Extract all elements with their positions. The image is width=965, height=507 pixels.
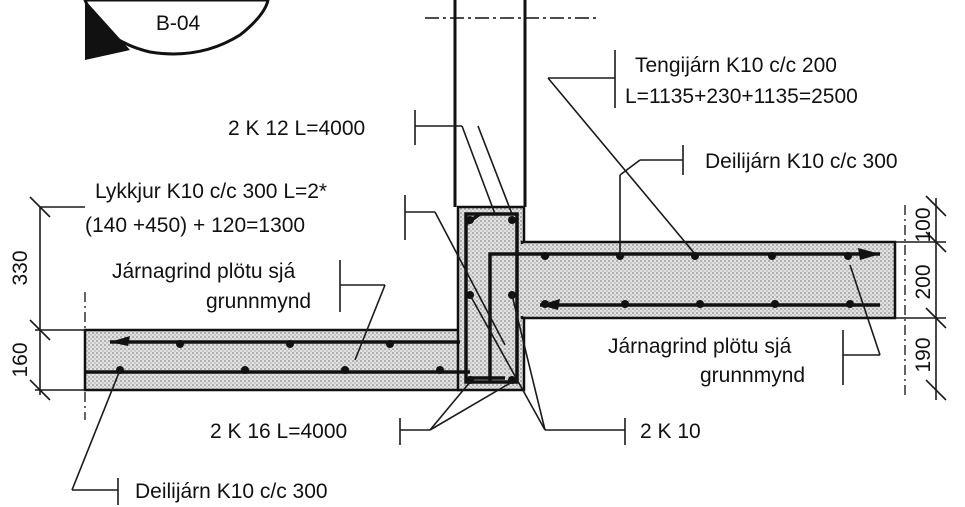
detail-tag-text: B-04	[156, 12, 201, 35]
detail-tag-bubble: B-04	[83, 0, 270, 60]
dimension-right	[895, 195, 947, 401]
label-jarnagrind-right-line2: grunnmynd	[700, 364, 805, 387]
label-deilijarn-bottom: Deilijárn K10 c/c 300	[135, 480, 328, 503]
dim-right-mid: 200	[912, 264, 935, 299]
bar-section-dots	[116, 216, 854, 384]
label-tengijarn-line2: L=1135+230+1135=2500	[625, 85, 858, 108]
dim-right-top: 100	[912, 207, 935, 242]
label-jarnagrind-left-line2: grunnmynd	[206, 290, 311, 313]
wall-above	[453, 0, 527, 207]
label-tengijarn-line1: Tengijárn K10 c/c 200	[635, 54, 837, 77]
label-lykkjur-line2: (140 +450) + 120=1300	[85, 214, 305, 237]
label-jarnagrind-left-line1: Járnagrind plötu sjá	[112, 260, 296, 283]
leader-lines	[71, 50, 881, 505]
dim-left-upper: 330	[9, 250, 32, 285]
dim-right-bottom: 190	[912, 337, 935, 372]
label-k12: 2 K 12 L=4000	[228, 117, 365, 140]
label-k10: 2 K 10	[640, 420, 701, 443]
label-lykkjur-line1: Lykkjur K10 c/c 300 L=2*	[95, 180, 327, 203]
label-k16: 2 K 16 L=4000	[210, 420, 347, 443]
label-jarnagrind-right-line1: Járnagrind plötu sjá	[608, 335, 792, 358]
label-deilijarn-top: Deilijárn K10 c/c 300	[705, 150, 898, 173]
dim-left-lower: 160	[9, 342, 32, 377]
dimension-left	[29, 196, 86, 420]
